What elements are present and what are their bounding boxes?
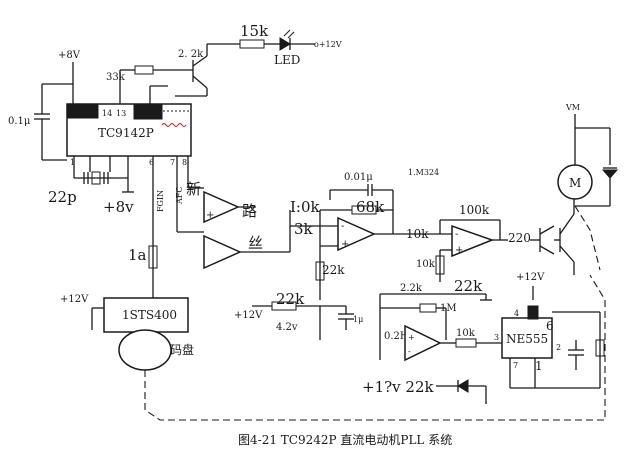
label-r1a: 1a — [128, 246, 147, 264]
label-afc: AFC — [175, 187, 184, 205]
ne-pin-1: 1 — [535, 359, 543, 373]
tc-supply-network: +8V 0.1μ — [8, 50, 81, 161]
figure-caption: 图4-21 TC9242P 直流电动机PLL 系统 — [238, 433, 452, 447]
label-12v-sts: +12V — [60, 294, 89, 305]
label-v1-22k: +1?v 22k — [362, 378, 434, 396]
label-r22k-top: 2. 2k — [178, 49, 204, 60]
ne-pin-4: 4 — [514, 309, 519, 318]
opamp-label: 1.M324 — [408, 168, 439, 177]
ne-pin-3: 3 — [494, 333, 499, 342]
label-r10k-b: 10k — [416, 259, 436, 270]
ne555-stage: +12V 2.2k 22k 1M 0.2H + - 10k 3 NE555 8 … — [379, 272, 605, 389]
pin-7: 7 — [170, 158, 175, 167]
label-madisk: 码盘 — [170, 342, 194, 357]
fg-afc-comparators: FGIN AFC 新 + 路 丝 I:0k — [152, 156, 321, 270]
opamp-integrator: 0.01μ 68k 3k - + 22k 1.M324 — [290, 168, 439, 300]
label-r1m: 1M — [440, 303, 457, 314]
ne-pin-7: 7 — [513, 361, 518, 370]
label-r10k-a: 10k — [406, 227, 429, 241]
label-plus1: + — [206, 210, 214, 221]
pin-121: 121 — [135, 103, 164, 121]
label-plus3: + — [455, 245, 463, 256]
pin-1: 1 — [70, 158, 75, 167]
label-c1u: 1μ — [353, 315, 363, 324]
pin-8: 8 — [182, 158, 187, 167]
label-r22k-c: 22k — [276, 290, 305, 308]
signal-squiggle — [161, 123, 187, 127]
label-r22k-mid: 22k — [322, 263, 345, 277]
label-r2-2k-b: 2.2k — [400, 283, 423, 294]
ne-pin-6: 6 — [546, 319, 554, 333]
opamp-amplifier: 10k 100k - + 220 10k — [406, 203, 531, 282]
label-r10k-in: I:0k — [290, 198, 321, 216]
label-12v-ne: +12V — [516, 272, 545, 283]
label-vm: VM — [565, 103, 580, 112]
pin-14: 14 — [102, 109, 112, 118]
label-v4-2: 4.2v — [276, 322, 298, 333]
label-lu: 路 — [242, 202, 257, 220]
label-r33k: 33k — [106, 72, 126, 83]
label-plus2: + — [341, 239, 349, 250]
label-r100k: 100k — [459, 203, 490, 217]
motor-label: M — [569, 176, 581, 190]
label-12v-led: o+12V — [314, 40, 342, 49]
label-plus4: + — [408, 333, 415, 342]
pin-6: 6 — [149, 158, 154, 167]
label-xin: 新 — [186, 180, 201, 198]
label-minus4: - — [408, 347, 411, 356]
label-r3k: 3k — [294, 220, 314, 238]
label-si: 丝 — [248, 234, 263, 252]
label-c001u: 0.01μ — [344, 172, 373, 183]
label-led: LED — [274, 53, 300, 67]
sensor-link: 1a — [128, 245, 158, 298]
label-c01u: 0.1μ — [8, 116, 31, 127]
sts400-label: 1STS400 — [122, 308, 177, 322]
dashed-mechanical-link — [144, 274, 606, 421]
label-fgin: FGIN — [156, 190, 165, 212]
label-minus3: - — [455, 229, 458, 240]
label-8v-bot: +8v — [103, 198, 134, 216]
label-r220: 220 — [508, 231, 531, 245]
label-minus2: - — [341, 221, 344, 232]
label-r68k: 68k — [356, 198, 385, 216]
pin-13: 13 — [116, 109, 126, 118]
tc9142p-chip: 1615 14 13 121 TC9142P 1 6 7 8 — [66, 103, 192, 167]
label-12v-left: +12V — [234, 310, 263, 321]
dashed-motor-link — [574, 205, 601, 271]
label-c02h: 0.2H — [384, 331, 409, 342]
motor-driver: M VM — [530, 103, 619, 275]
sts400-module: +12V 1STS400 码盘 — [60, 294, 194, 371]
ne555-label: NE555 — [506, 332, 548, 346]
led-driver: 33k 15k LED o+12V 2. 2k — [106, 22, 342, 104]
tc9142p-label: TC9142P — [98, 126, 154, 140]
label-r10k-c: 10k — [456, 328, 476, 339]
ne-pin-8: 8 — [529, 304, 539, 322]
pin-1615: 1615 — [70, 108, 95, 119]
crystal-network: 22p +8v — [48, 156, 134, 216]
bias-network: 22k +12V 1μ 4.2v — [234, 290, 363, 340]
label-c22p: 22p — [48, 188, 77, 206]
label-8v-top: +8V — [58, 50, 81, 61]
ne-pin-2: 2 — [556, 343, 561, 352]
label-r22k-b: 22k — [454, 277, 483, 295]
bottom-diode: +1?v 22k — [362, 378, 487, 404]
label-r15k: 15k — [240, 22, 269, 40]
